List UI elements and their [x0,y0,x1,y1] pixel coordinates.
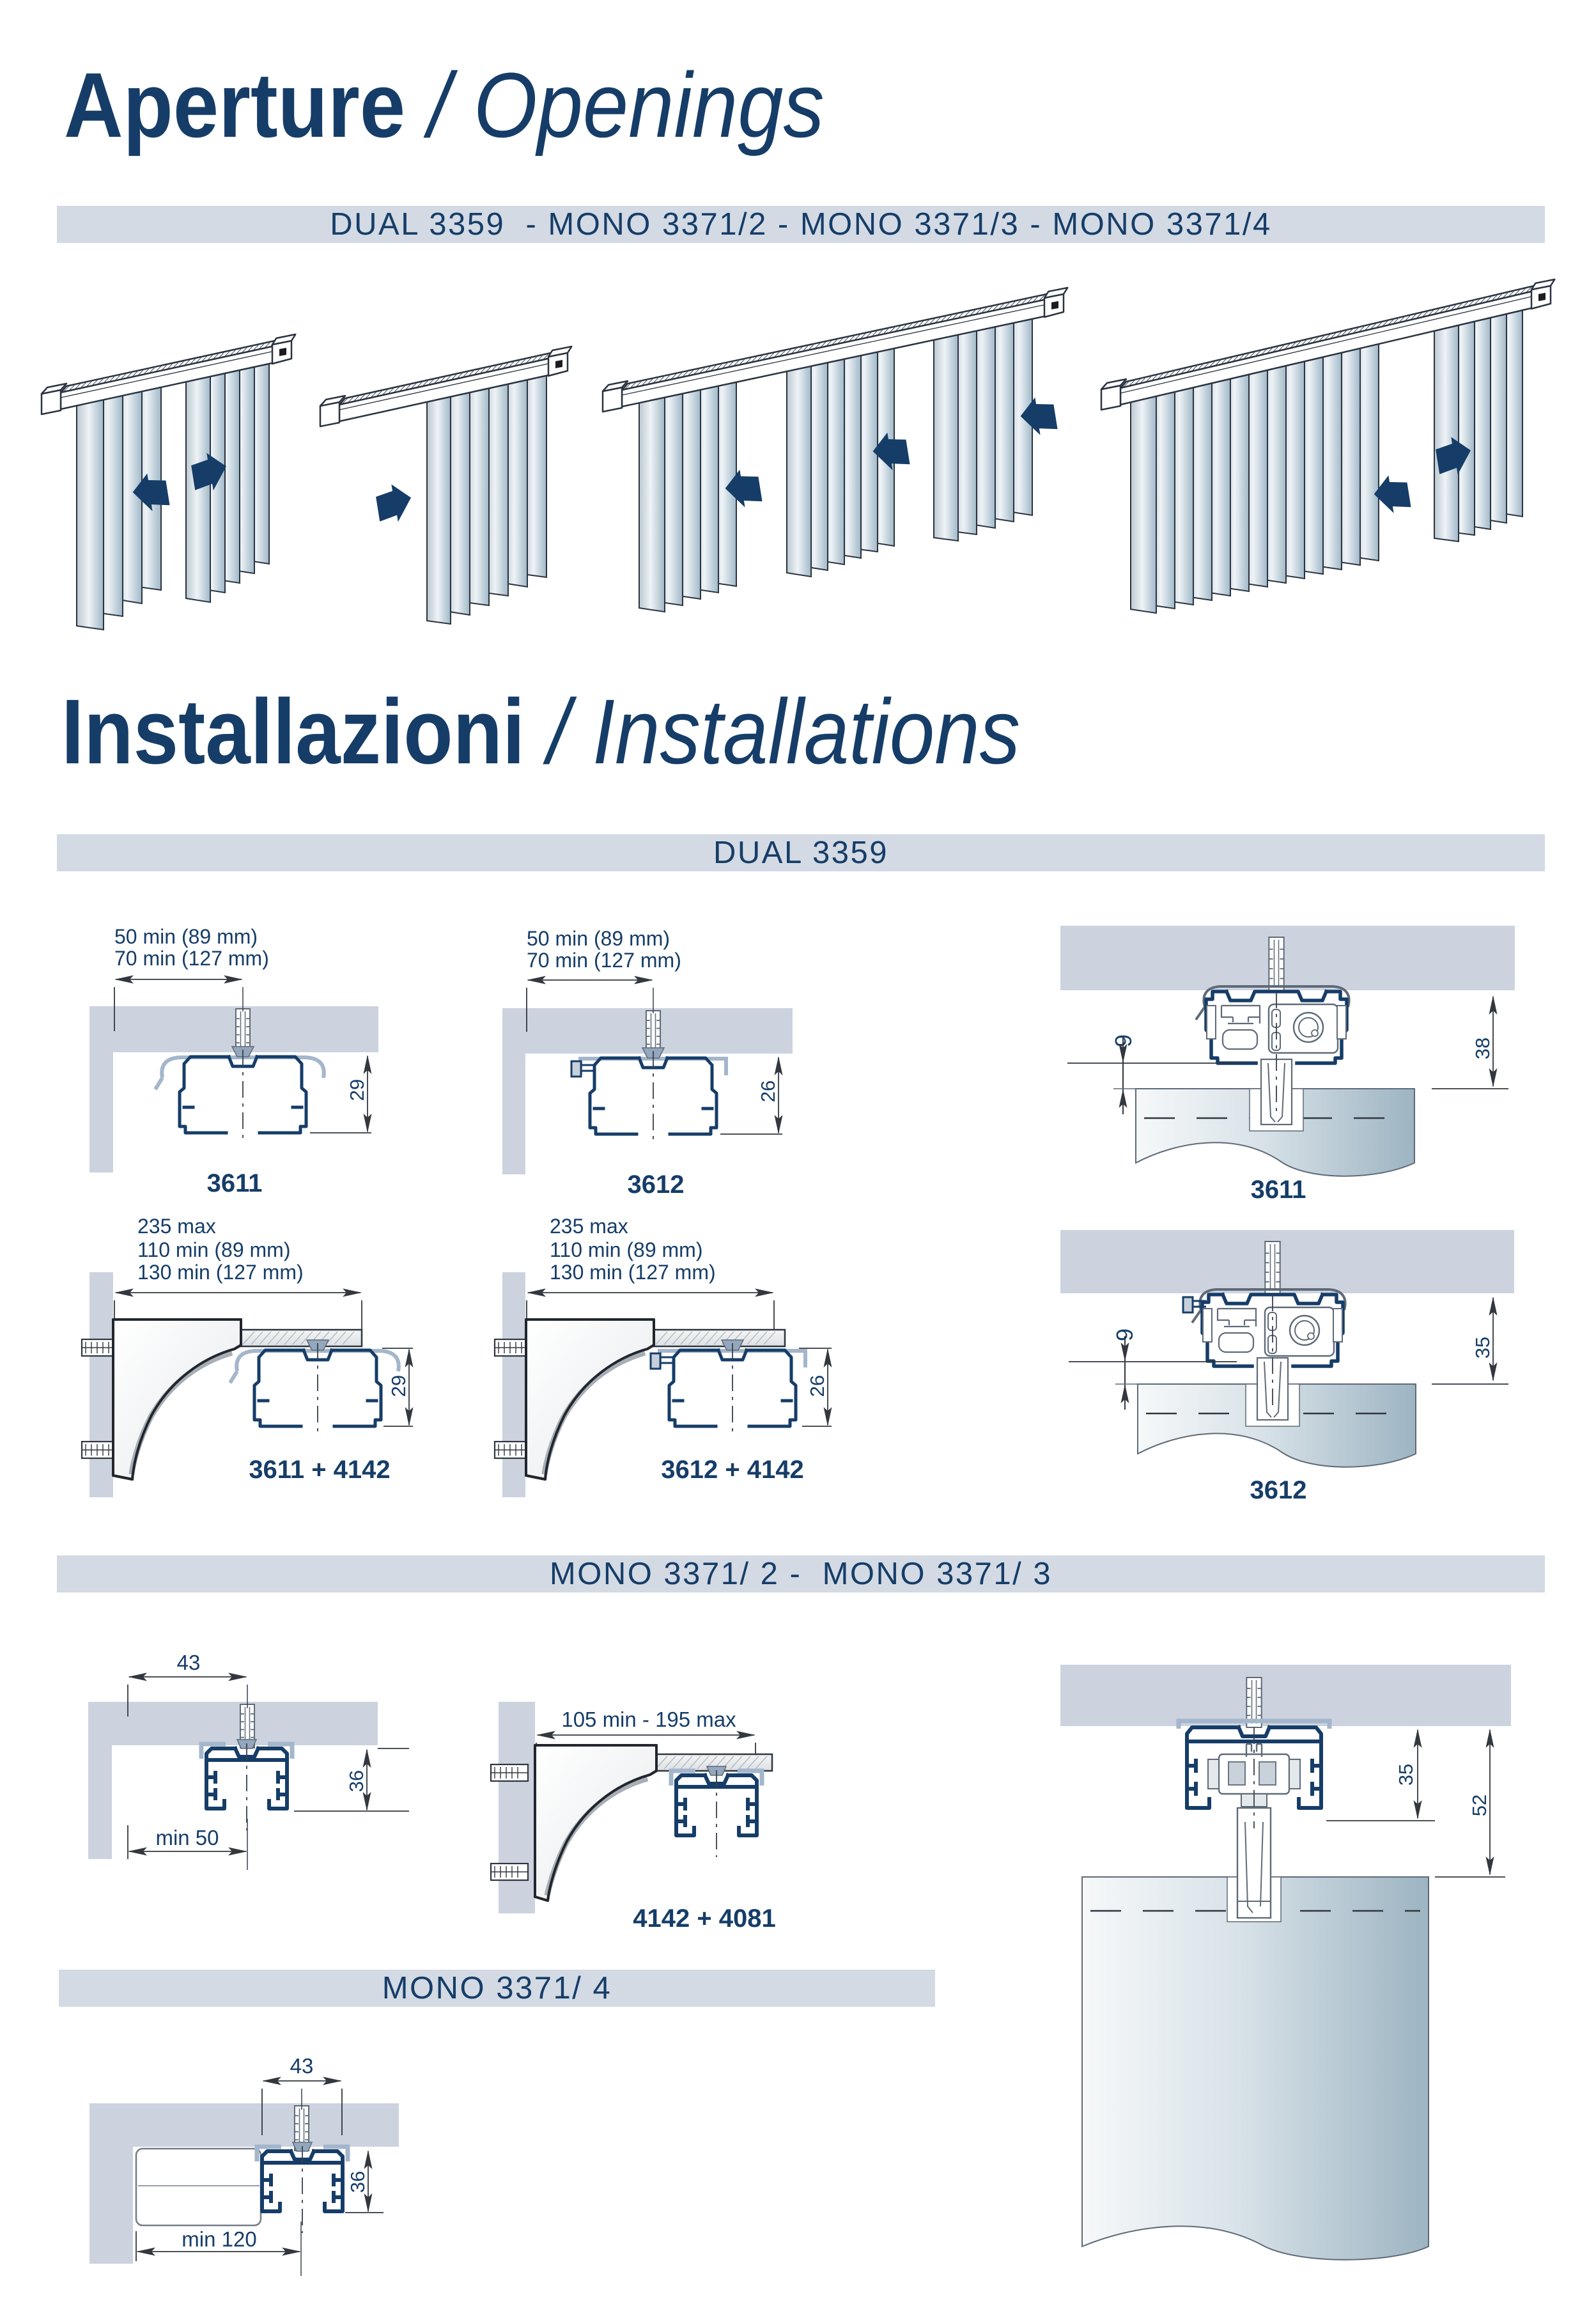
svg-text:130 min (127 mm): 130 min (127 mm) [550,1261,716,1284]
svg-text:3611 + 4142: 3611 + 4142 [249,1456,390,1484]
svg-text:3612: 3612 [628,1171,685,1199]
svg-text:52: 52 [1468,1794,1491,1816]
svg-text:43: 43 [177,1651,201,1674]
svg-text:36: 36 [346,2171,369,2193]
svg-text:235 max: 235 max [550,1215,628,1238]
svg-text:26: 26 [806,1375,828,1397]
svg-text:70 min (127 mm): 70 min (127 mm) [527,949,681,972]
svg-text:36: 36 [345,1770,368,1792]
svg-text:35: 35 [1471,1337,1494,1359]
svg-text:105 min - 195 max: 105 min - 195 max [561,1708,736,1731]
svg-text:110 min (89 mm): 110 min (89 mm) [137,1238,290,1261]
svg-text:235 max: 235 max [137,1215,216,1238]
svg-text:3612 + 4142: 3612 + 4142 [661,1456,804,1484]
svg-text:4142 + 4081: 4142 + 4081 [633,1904,776,1933]
svg-text:38: 38 [1471,1038,1494,1059]
svg-text:29: 29 [387,1375,410,1397]
svg-text:70 min (127 mm): 70 min (127 mm) [114,947,269,970]
svg-text:26: 26 [757,1080,779,1102]
svg-text:9: 9 [1112,1328,1138,1341]
svg-text:35: 35 [1395,1764,1417,1786]
svg-text:110 min (89 mm): 110 min (89 mm) [550,1238,702,1261]
svg-text:29: 29 [346,1079,368,1101]
svg-text:min 50: min 50 [155,1826,219,1849]
svg-text:130 min (127 mm): 130 min (127 mm) [137,1261,304,1284]
svg-text:min 120: min 120 [182,2227,256,2251]
svg-text:3611: 3611 [207,1169,263,1197]
svg-text:3612: 3612 [1250,1476,1307,1504]
svg-text:50 min (89 mm): 50 min (89 mm) [114,925,258,948]
svg-text:43: 43 [290,2054,314,2078]
svg-text:50 min (89 mm): 50 min (89 mm) [527,927,670,950]
svg-text:3611: 3611 [1251,1176,1306,1204]
